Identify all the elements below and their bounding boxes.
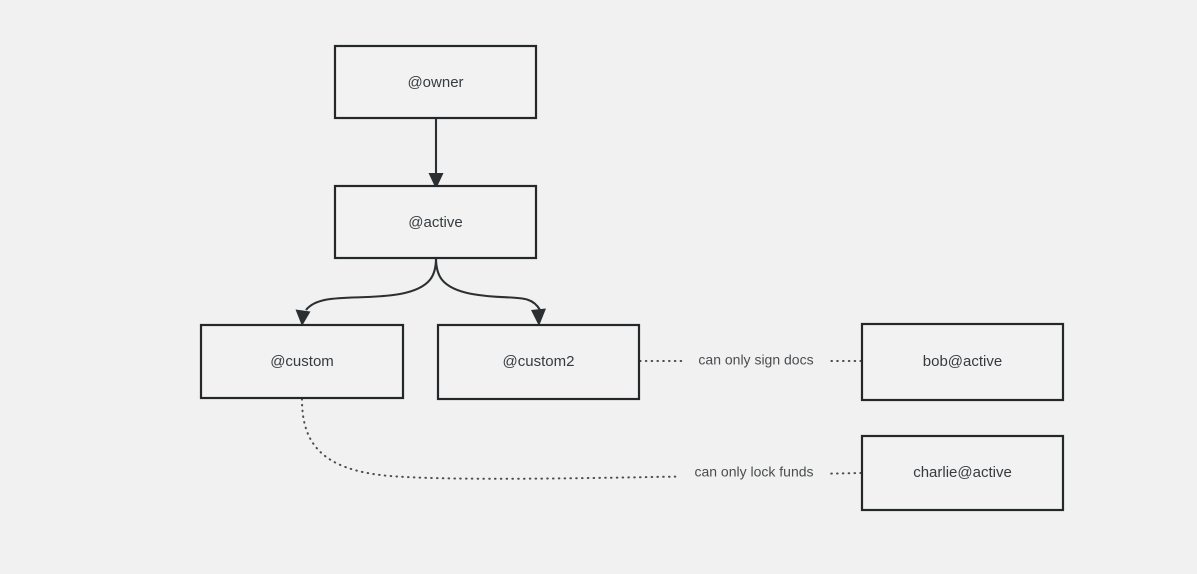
node-charlie[interactable]: charlie@active bbox=[860, 434, 1065, 512]
node-box[interactable] bbox=[333, 44, 538, 120]
node-custom[interactable]: @custom bbox=[199, 323, 405, 400]
node-label-active: @active bbox=[408, 214, 462, 231]
node-label-bob: bob@active bbox=[923, 353, 1002, 370]
edge-label-lock-funds: can only lock funds bbox=[694, 464, 813, 480]
node-label-charlie: charlie@active bbox=[913, 464, 1012, 481]
arrow-head-icon bbox=[295, 309, 311, 326]
edge-label-backdrop bbox=[684, 351, 828, 371]
node-bob[interactable]: bob@active bbox=[860, 322, 1065, 402]
node-label-owner: @owner bbox=[407, 74, 463, 91]
node-label-custom: @custom bbox=[270, 353, 334, 370]
edge-owner-to-active bbox=[428, 118, 444, 189]
node-custom2[interactable]: @custom2 bbox=[436, 323, 641, 401]
node-box[interactable] bbox=[199, 323, 405, 400]
node-owner[interactable]: @owner bbox=[333, 44, 538, 120]
edge-line bbox=[434, 257, 541, 311]
node-label-custom2: @custom2 bbox=[503, 353, 575, 370]
edge-active-to-custom bbox=[295, 257, 438, 326]
edge-label-sign-docs: can only sign docs bbox=[698, 352, 813, 368]
edge-line bbox=[301, 398, 863, 480]
node-box[interactable] bbox=[860, 434, 1065, 512]
arrow-head-icon bbox=[531, 308, 546, 326]
node-box[interactable] bbox=[436, 323, 641, 401]
edge-custom2-to-bob: can only sign docs bbox=[639, 351, 863, 371]
edge-active-to-custom2 bbox=[434, 257, 546, 326]
node-box[interactable] bbox=[860, 322, 1065, 402]
node-active[interactable]: @active bbox=[333, 184, 538, 260]
arrow-head-icon bbox=[428, 173, 444, 189]
edge-label-backdrop bbox=[678, 463, 828, 483]
node-box[interactable] bbox=[333, 184, 538, 260]
edge-line bbox=[305, 257, 438, 311]
edge-custom-to-charlie: can only lock funds bbox=[301, 398, 863, 483]
